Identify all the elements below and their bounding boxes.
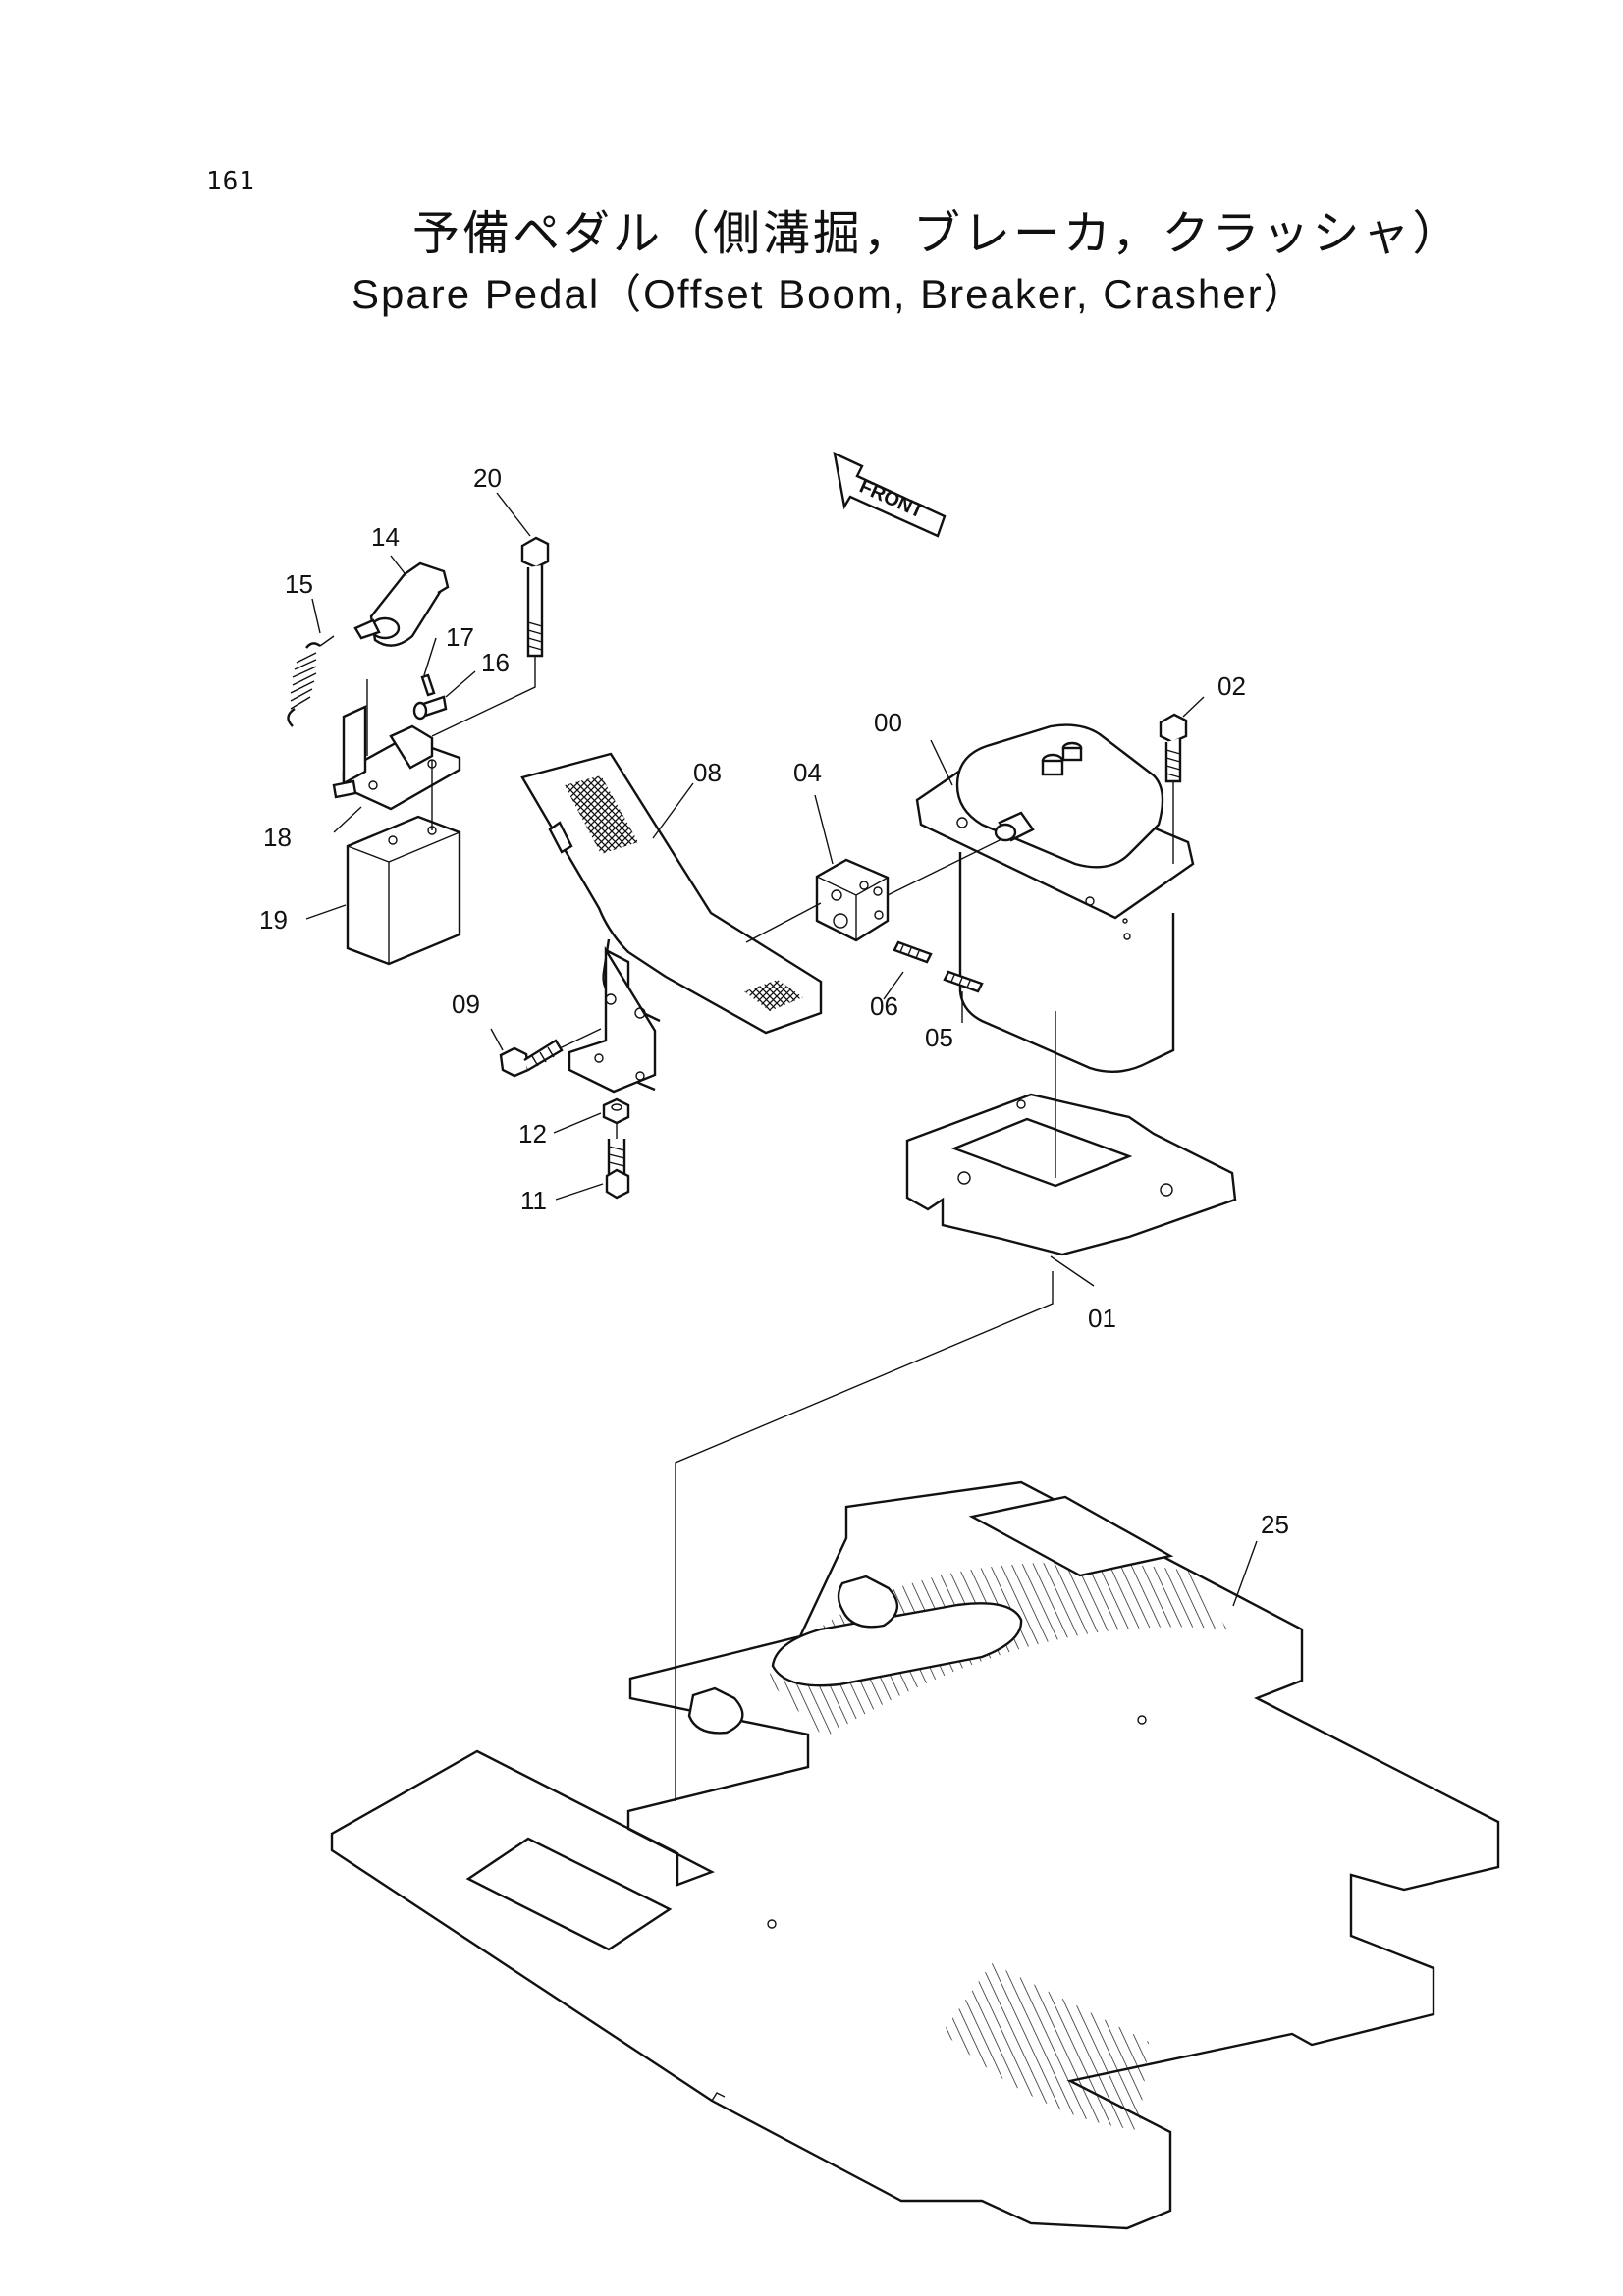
bracket-part-18 (332, 705, 461, 811)
block-part-19 (346, 815, 461, 966)
pin-part-05 (943, 970, 984, 993)
pin-part-17 (420, 673, 436, 697)
pedal-part-08 (520, 752, 823, 1094)
callout-04: 04 (793, 758, 822, 787)
callout-19: 19 (259, 905, 288, 934)
spring-part-15 (287, 635, 335, 727)
callout-15: 15 (285, 569, 313, 599)
callout-02: 02 (1217, 671, 1246, 701)
callout-09: 09 (452, 989, 480, 1019)
callout-11: 11 (520, 1186, 547, 1215)
callout-17: 17 (446, 622, 474, 652)
pin-part-06 (893, 940, 933, 964)
bolt-part-11 (605, 1139, 630, 1200)
assembly-guide-lines (366, 656, 1174, 1801)
bolt-part-20 (520, 536, 550, 658)
callout-05: 05 (925, 1023, 953, 1052)
callout-25: 25 (1261, 1510, 1289, 1539)
callout-00: 00 (874, 708, 902, 737)
mounting-plate-part-01 (905, 1093, 1237, 1256)
page-number: 161 (206, 167, 255, 196)
callout-16: 16 (481, 648, 510, 677)
switch-part-14 (353, 561, 450, 647)
floor-mat-part-25 (330, 1480, 1500, 2230)
callout-01: 01 (1088, 1304, 1116, 1333)
block-part-04 (815, 858, 890, 942)
pin-part-16 (412, 695, 448, 721)
callout-18: 18 (263, 823, 292, 852)
callout-14: 14 (371, 522, 400, 552)
callout-20: 20 (473, 463, 502, 493)
pedal-valve-part-00 (915, 723, 1195, 1074)
bolt-part-09 (499, 1039, 564, 1078)
nut-part-12 (602, 1097, 630, 1125)
leader-lines (305, 492, 1258, 1607)
callout-08: 08 (693, 758, 722, 787)
callout-06: 06 (870, 991, 898, 1021)
page-title-japanese: 予備ペダル（側溝掘，ブレーカ，クラッシャ） (412, 206, 1463, 261)
bolt-part-02 (1159, 713, 1188, 783)
page-title-english: Spare Pedal（Offset Boom, Breaker, Crashe… (352, 271, 1307, 317)
callout-12: 12 (518, 1119, 547, 1148)
front-direction-arrow: FRONT (833, 451, 947, 538)
